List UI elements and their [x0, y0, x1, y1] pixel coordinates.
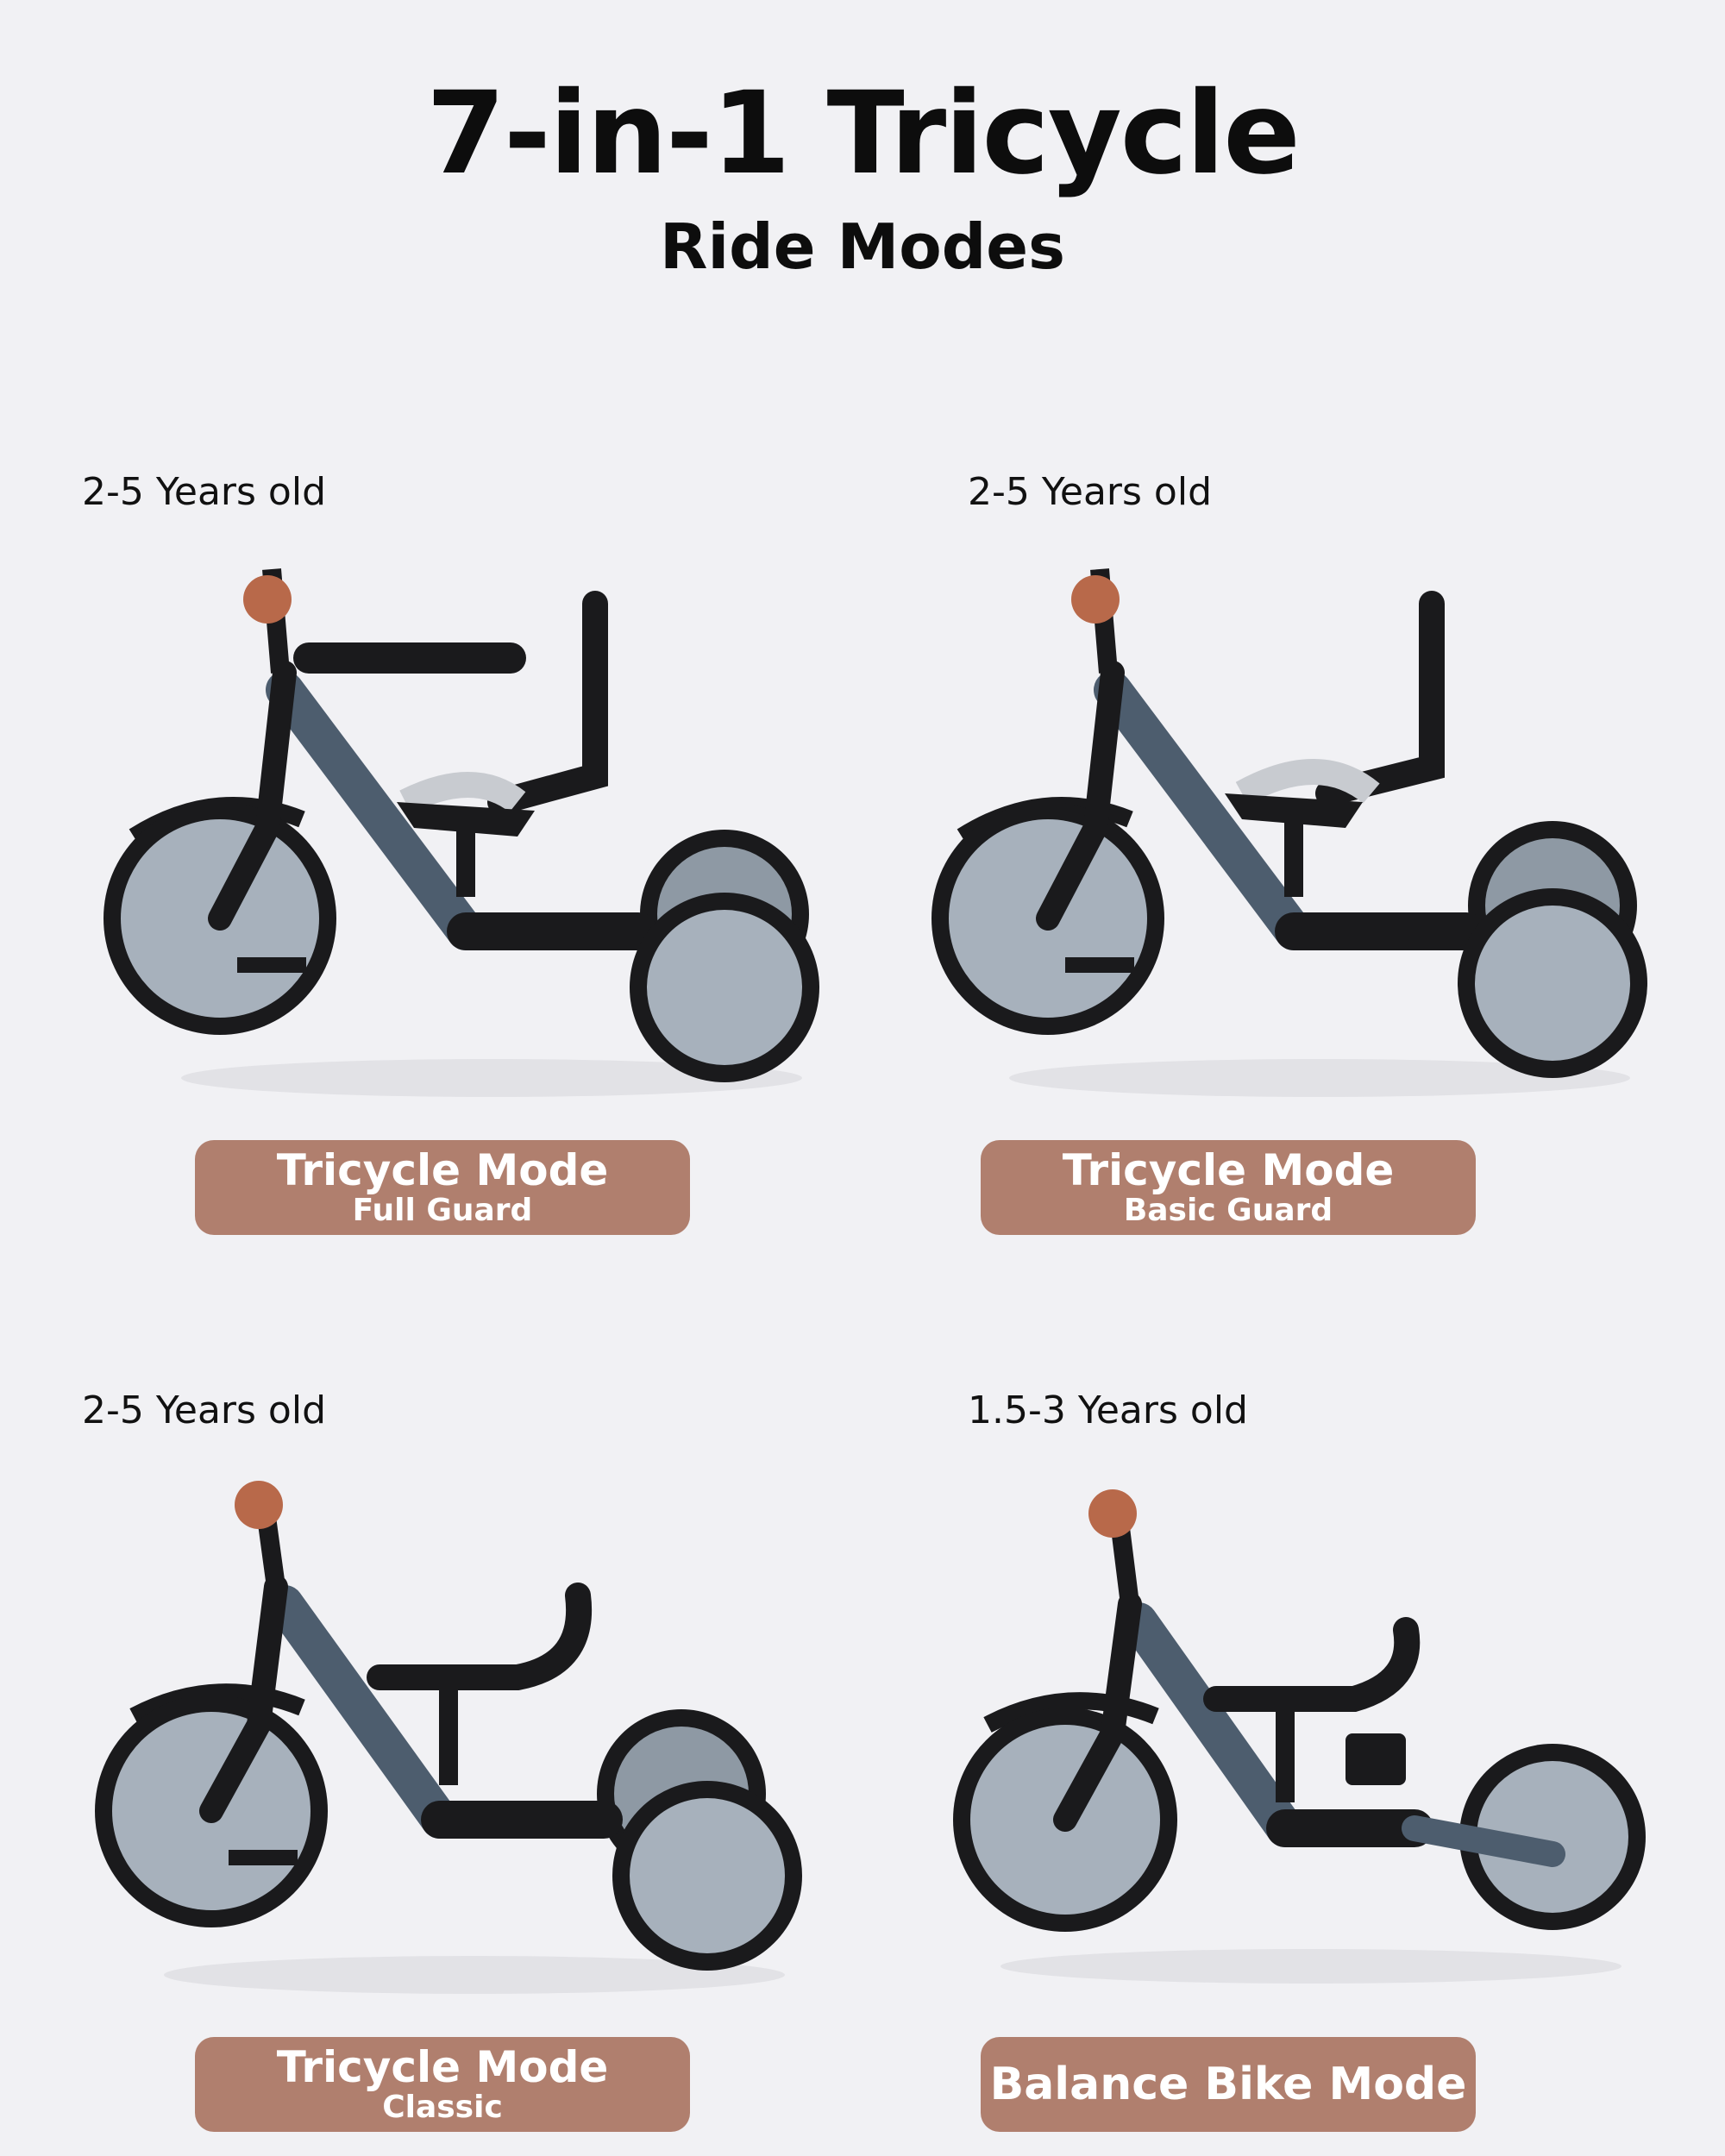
- mode-badge-classic: Tricycle Mode Classic: [195, 2037, 690, 2132]
- mode-label: Tricycle Mode: [1062, 1145, 1395, 1195]
- tricycle-full-guard-image: [104, 568, 819, 1097]
- mode-label: Tricycle Mode: [276, 1145, 609, 1195]
- age-label-basic-guard: 2-5 Years old: [968, 470, 1212, 514]
- mode-label: Tricycle Mode: [276, 2042, 609, 2092]
- age-label-balance-bike: 1.5-3 Years old: [968, 1388, 1248, 1432]
- mode-badge-full-guard: Tricycle Mode Full Guard: [195, 1140, 690, 1235]
- mode-badge-balance-bike: Balance Bike Mode: [981, 2037, 1476, 2132]
- mode-label: Balance Bike Mode: [989, 2059, 1467, 2110]
- mode-sublabel: Basic Guard: [1123, 1193, 1333, 1228]
- tricycle-classic-image: [95, 1481, 802, 1994]
- mode-sublabel: Full Guard: [352, 1193, 533, 1228]
- balance-bike-image: [953, 1489, 1646, 1984]
- mode-badge-basic-guard: Tricycle Mode Basic Guard: [981, 1140, 1476, 1235]
- mode-sublabel: Classic: [382, 2090, 503, 2125]
- page-subtitle: Ride Modes: [660, 210, 1065, 283]
- page-title: 7-in-1 Tricycle: [426, 67, 1301, 200]
- age-label-classic: 2-5 Years old: [82, 1388, 326, 1432]
- tricycle-basic-guard-image: [932, 568, 1647, 1097]
- age-label-full-guard: 2-5 Years old: [82, 470, 326, 514]
